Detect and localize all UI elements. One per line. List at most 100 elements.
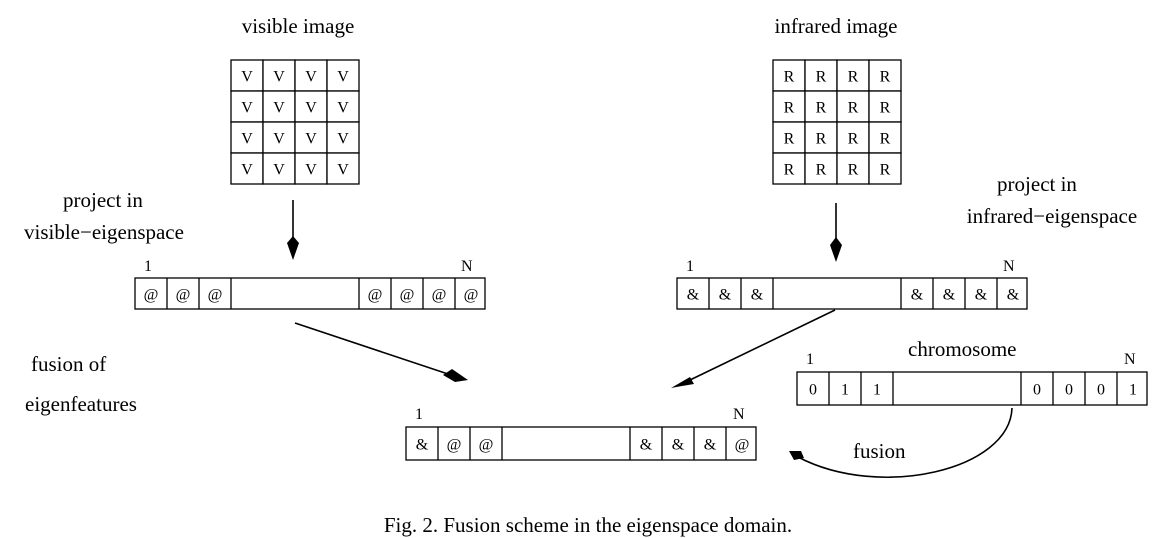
infrared-grid-cell-value: R: [784, 100, 795, 117]
infrared-vector-element: &: [911, 287, 924, 304]
fused-vector-element: &: [672, 437, 685, 454]
visible-vector-element: @: [208, 287, 223, 304]
fused-vector-element: @: [447, 437, 462, 454]
infrared-to-fused-arrowhead: [671, 377, 694, 388]
visible-grid-cell-value: V: [305, 100, 317, 117]
infrared-grid-cell-value: R: [816, 100, 827, 117]
fused-vector-element: &: [640, 437, 653, 454]
visible-grid-cell-value: V: [241, 69, 253, 86]
fused-vector-element: @: [479, 437, 494, 454]
infrared-grid-cell-value: R: [880, 162, 891, 179]
infrared-vector-element: &: [719, 287, 732, 304]
fusion-of-label-line2: eigenfeatures: [25, 392, 137, 416]
visible-grid-cell-box: [262, 59, 296, 92]
infrared-vector-element: &: [687, 287, 700, 304]
infrared-grid-cell-value: R: [880, 100, 891, 117]
visible-vector-frame: [134, 277, 486, 310]
infrared-eigen-vector: &&&&&&&: [676, 277, 1028, 310]
visible-vector-index-end: N: [461, 258, 473, 275]
infrared-grid-cell-box: [804, 152, 838, 185]
visible-vector-element: @: [464, 287, 479, 304]
visible-grid-cell-box: [230, 152, 264, 185]
infrared-grid-cell-box: [836, 152, 870, 185]
fused-vector-index-end: N: [733, 406, 745, 423]
visible-vector-element: @: [144, 287, 159, 304]
visible-projection-arrowhead: [287, 236, 299, 260]
chromosome-to-fused-arrow: [797, 407, 1013, 478]
chromosome-label: chromosome: [908, 337, 1016, 361]
infrared-grid-cell-box: [772, 152, 806, 185]
fusion-of-label-line1: fusion of: [31, 352, 106, 376]
infrared-grid-cell-box: [868, 59, 902, 92]
infrared-grid-cell-box: [868, 90, 902, 123]
infrared-grid-cell-box: [804, 90, 838, 123]
visible-image-label: visible image: [242, 14, 355, 38]
fusion-label: fusion: [853, 439, 906, 463]
infrared-vector-element: &: [1007, 287, 1020, 304]
infrared-grid-cell-value: R: [848, 162, 859, 179]
infrared-grid-cell-box: [836, 59, 870, 92]
infrared-vector-index-start: 1: [686, 258, 694, 275]
visible-grid-cell-box: [230, 90, 264, 123]
fused-vector-element: &: [704, 437, 717, 454]
infrared-grid-cell-box: [868, 121, 902, 154]
visible-grid-cell-box: [326, 59, 360, 92]
infrared-vector-element: &: [975, 287, 988, 304]
fused-eigen-vector: & @ @ & & & @: [405, 426, 757, 461]
fused-vector-frame: [405, 426, 757, 461]
arrowheads: [287, 236, 842, 460]
visible-grid-cell-value: V: [337, 131, 349, 148]
chromosome-vector-element: 1: [841, 382, 849, 399]
visible-to-fused-arrowhead: [443, 369, 468, 382]
infrared-projection-arrowhead: [830, 237, 842, 262]
visible-grid-cell-value: V: [241, 131, 253, 148]
visible-grid-cell-box: [294, 152, 328, 185]
infrared-vector-element: &: [943, 287, 956, 304]
visible-grid-cell-box: [326, 152, 360, 185]
visible-vector-element: @: [176, 287, 191, 304]
visible-grid-cell-value: V: [241, 100, 253, 117]
infrared-grid-cell-value: R: [816, 131, 827, 148]
chromosome-index-start: 1: [806, 351, 814, 368]
visible-eigen-vector: @@@@@@@: [134, 277, 486, 310]
chromosome-vector-element: 0: [809, 382, 817, 399]
visible-to-fused-arrow: [294, 322, 449, 375]
visible-vector-index-start: 1: [144, 258, 152, 275]
infrared-to-fused-arrow: [689, 309, 836, 381]
infrared-grid-cell-value: R: [880, 69, 891, 86]
infrared-grid-cell-value: R: [784, 69, 795, 86]
project-infrared-label-line1: project in: [997, 172, 1077, 196]
visible-grid-cell-value: V: [273, 69, 285, 86]
fused-vector-element: &: [416, 437, 429, 454]
infrared-grid-cell-box: [772, 121, 806, 154]
visible-grid-cell-value: V: [337, 162, 349, 179]
infrared-grid-cell-value: R: [880, 131, 891, 148]
visible-grid-cell-value: V: [337, 69, 349, 86]
chromosome-vector-element: 0: [1033, 382, 1041, 399]
visible-vector-element: @: [400, 287, 415, 304]
infrared-grid-cell-value: R: [784, 162, 795, 179]
chromosome-index-end: N: [1124, 351, 1136, 368]
infrared-grid-cell-value: R: [784, 131, 795, 148]
visible-grid-cell-box: [262, 152, 296, 185]
arrows: [292, 200, 1013, 478]
infrared-vector-element: &: [751, 287, 764, 304]
infrared-grid-cell-value: R: [816, 162, 827, 179]
visible-grid-cell-value: V: [337, 100, 349, 117]
project-visible-label-line1: project in: [63, 188, 143, 212]
infrared-grid-cell-box: [804, 59, 838, 92]
fusion-arrowhead: [789, 451, 804, 460]
project-infrared-label-line2: infrared−eigenspace: [967, 204, 1137, 228]
visible-grid-cell-value: V: [305, 131, 317, 148]
infrared-vector-frame: [676, 277, 1028, 310]
fused-vector-index-start: 1: [415, 406, 423, 423]
chromosome-vector-element: 1: [1129, 382, 1137, 399]
project-visible-label-line2: visible−eigenspace: [24, 220, 184, 244]
visible-grid-cell-box: [230, 59, 264, 92]
chromosome-vector-element: 0: [1097, 382, 1105, 399]
fused-vector-element: @: [735, 437, 750, 454]
